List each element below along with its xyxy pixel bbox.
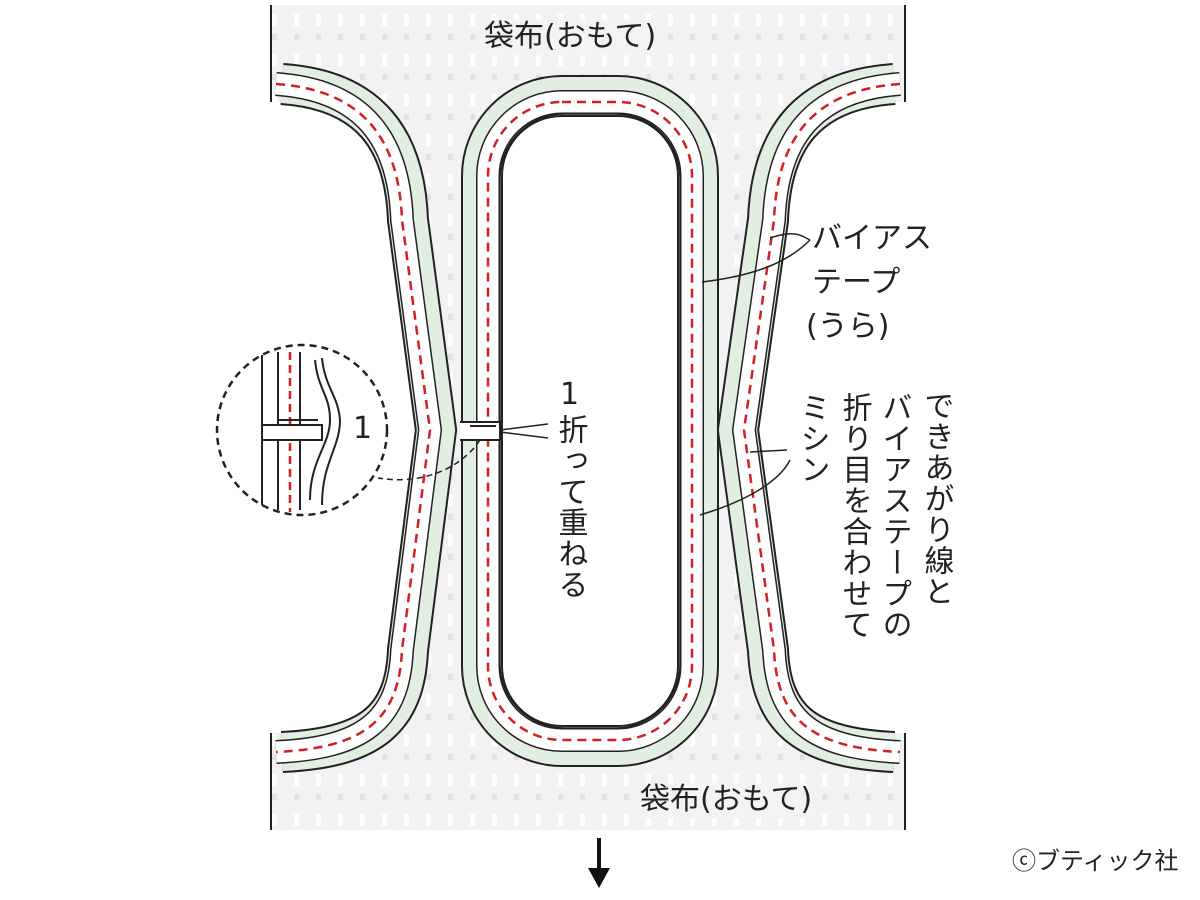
center-bias-tape-loop — [482, 96, 698, 746]
bias-tape-label-3: (うら) — [806, 309, 890, 344]
instruction-col-3: 折り目を合わせて — [836, 392, 872, 640]
fabric-edges — [270, 5, 906, 830]
inset-number: 1 — [353, 411, 373, 446]
detail-inset — [215, 343, 389, 517]
instruction-col-2: バイアステープの — [876, 392, 912, 640]
fold-instruction: 折って重ねる — [552, 414, 588, 600]
bias-tape-label-1: バイアス — [812, 221, 932, 256]
bias-tape-label-2: テープ — [812, 265, 901, 300]
arrow-down-icon — [588, 838, 610, 888]
instruction-col-1: できあがり線と — [918, 390, 954, 607]
instruction-col-4: ミシン — [794, 392, 830, 485]
fabric-top-label: 袋布(おもて) — [480, 19, 661, 55]
copyright: ⓒブティック社 — [1012, 847, 1179, 875]
fold-overlap-mark — [460, 421, 501, 441]
fold-number: 1 — [556, 377, 584, 413]
fabric-bottom-label: 袋布(おもて) — [636, 782, 817, 818]
